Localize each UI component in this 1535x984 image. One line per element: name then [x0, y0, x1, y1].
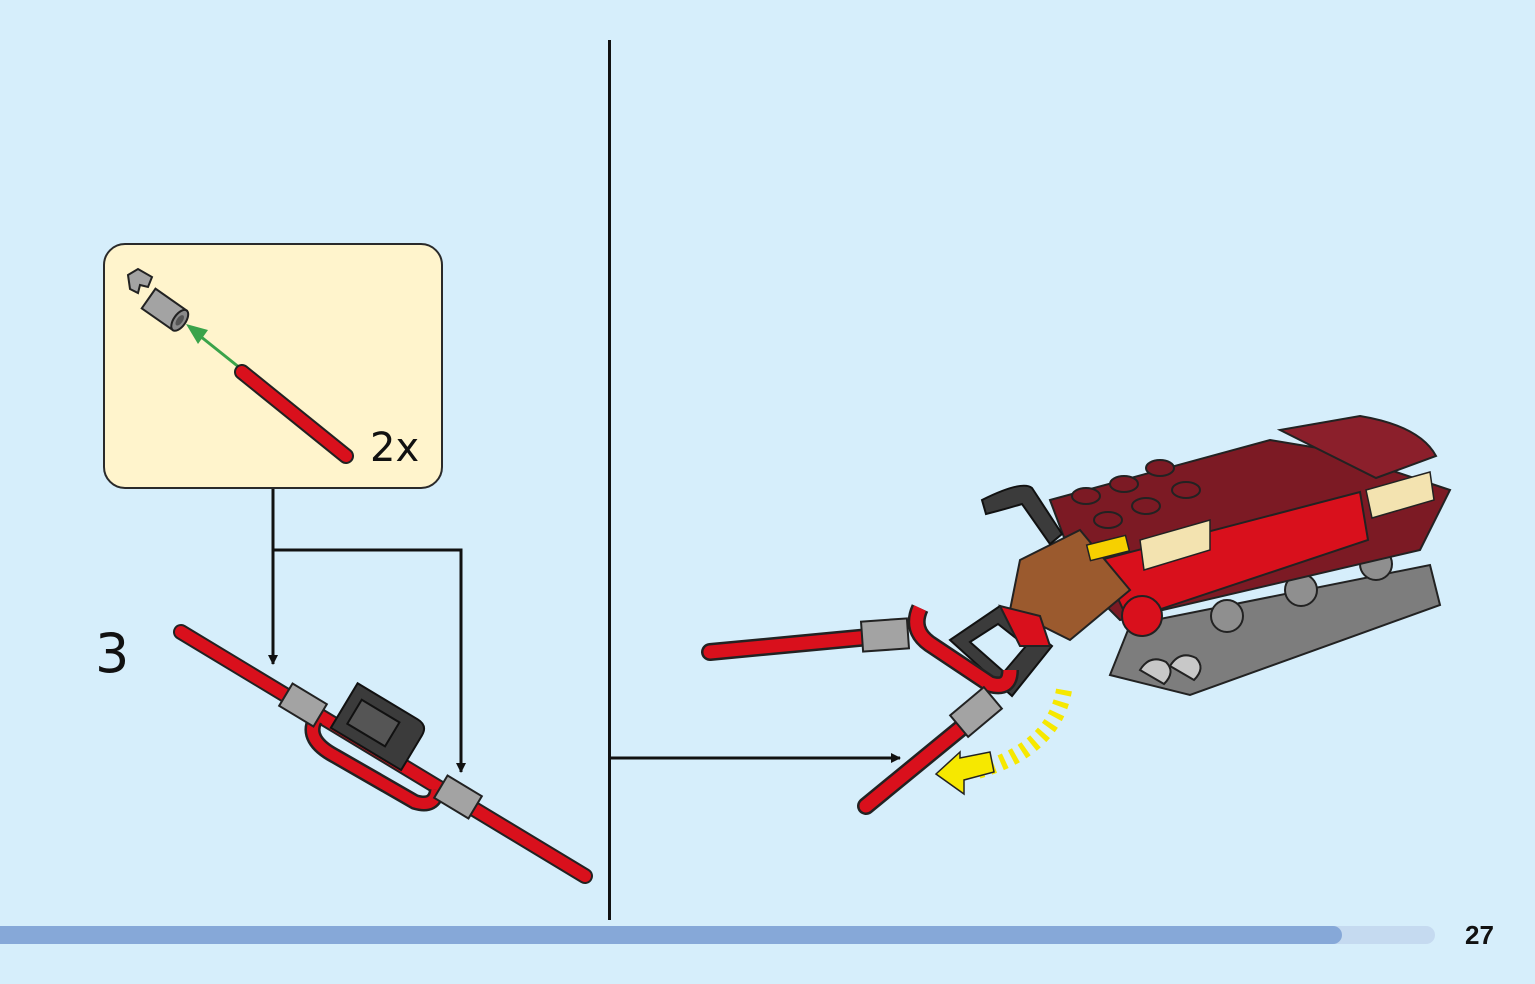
parts-callout: [103, 243, 443, 489]
step-divider: [608, 40, 611, 920]
part-quantity: 2x: [370, 425, 420, 471]
callout-connector: [268, 489, 466, 773]
bar-assembly: [173, 624, 593, 884]
rotating-bar: [857, 685, 1004, 815]
progress-bar: [0, 926, 1435, 944]
progress-fill: [0, 926, 1342, 944]
clip-part-icon: [126, 267, 190, 332]
step-number: 3: [95, 622, 130, 685]
insert-arrow-icon: [186, 324, 241, 370]
rotation-arrow-icon: [934, 688, 1072, 796]
red-bar-part-icon: [234, 364, 354, 464]
attached-bar: [701, 617, 911, 661]
page-number: 27: [1465, 920, 1494, 950]
sled-model-icon: [907, 414, 1452, 698]
